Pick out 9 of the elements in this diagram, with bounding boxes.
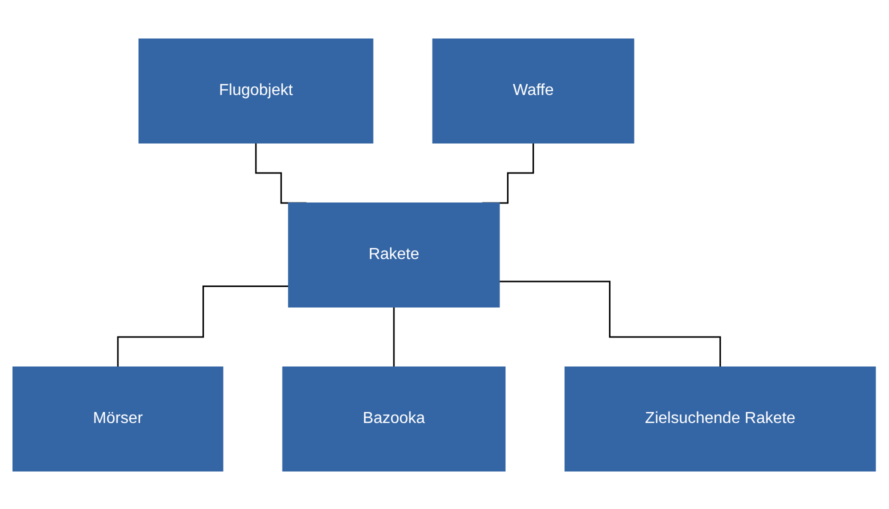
node-box: Bazooka — [282, 366, 506, 471]
connector — [500, 280, 722, 368]
node-box: Waffe — [432, 38, 635, 143]
node-box: Zielsuchende Rakete — [564, 366, 876, 471]
connector — [117, 285, 289, 368]
node-box: Rakete — [288, 202, 500, 307]
node-box: Mörser — [12, 366, 224, 471]
node-box: Flugobjekt — [138, 38, 374, 143]
connector — [393, 306, 395, 368]
